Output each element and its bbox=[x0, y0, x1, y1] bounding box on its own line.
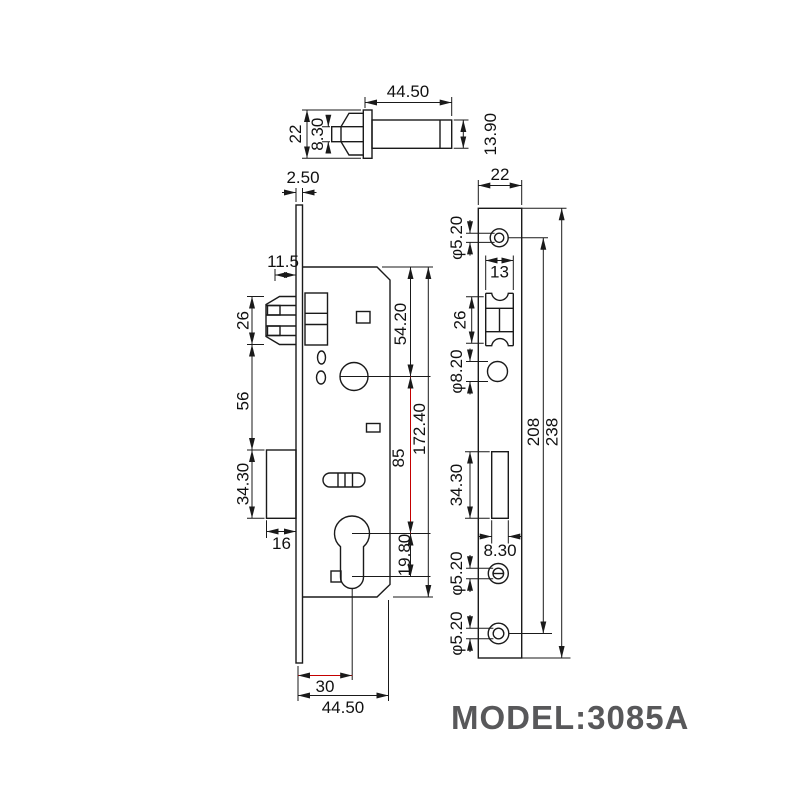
dim-spindle-to-cylinder-label: 85 bbox=[389, 449, 408, 468]
dim-top-to-spindle: 54.20 bbox=[391, 267, 414, 377]
dim-cylinder-flange-height: 22 bbox=[286, 109, 361, 159]
dim-backset: 30 bbox=[298, 672, 353, 696]
dim-plate-height: 238 bbox=[542, 208, 565, 658]
cylinder-top-view: 44.50 22 8.30 13.90 bbox=[286, 82, 500, 159]
bottom-screw-hole-inner bbox=[492, 627, 505, 640]
dim-cylinder-plug-height-label: 8.30 bbox=[308, 118, 327, 151]
dim-cylinder-bar-height: 13.90 bbox=[453, 113, 500, 156]
dim-case-depth-label: 44.50 bbox=[322, 698, 365, 717]
dim-below-cylinder-label: 19.80 bbox=[395, 534, 414, 577]
dim-cylinder-length-label: 44.50 bbox=[387, 82, 430, 101]
dim-screw-centers: 208 bbox=[524, 237, 547, 634]
handle-slot bbox=[322, 472, 366, 488]
dim-latch-cutout-width-label: 13 bbox=[490, 263, 509, 282]
dim-plate-width: 22 bbox=[477, 165, 523, 205]
mid-screw-hole-outer bbox=[487, 562, 509, 585]
cylinder-flange bbox=[362, 109, 373, 159]
dim-latch-cutout-height: 26 bbox=[451, 296, 484, 344]
dim-plate-height-label: 238 bbox=[542, 418, 561, 446]
dim-top-screw-hole-label: φ5.20 bbox=[447, 216, 466, 260]
dim-cylinder-length: 44.50 bbox=[364, 82, 453, 116]
dim-top-screw-hole: φ5.20 bbox=[447, 216, 495, 260]
dim-deadbolt-cutout-height: 34.30 bbox=[447, 451, 490, 519]
faceplate-front-view: 22 φ5.20 13 26 φ8.20 34.30 bbox=[447, 165, 571, 659]
dim-case-depth: 44.50 bbox=[298, 692, 389, 717]
screw-post-hole-2 bbox=[315, 370, 327, 385]
dim-plate-width-label: 22 bbox=[491, 165, 510, 184]
dim-faceplate-thickness-label: 2.50 bbox=[286, 168, 319, 187]
latch-cutout bbox=[485, 292, 514, 347]
dim-deadbolt-depth-label: 16 bbox=[272, 534, 291, 553]
dim-latch-height-label: 26 bbox=[233, 311, 252, 330]
dim-mid-screw-hole-label: φ5.20 bbox=[447, 551, 466, 595]
model-number-label: MODEL:3085A bbox=[451, 699, 689, 736]
dim-cylinder-flange-height-label: 22 bbox=[286, 125, 305, 144]
dim-latch-to-deadbolt-label: 56 bbox=[233, 392, 252, 411]
dim-deadbolt-depth: 16 bbox=[266, 520, 296, 553]
latch-bolt-tab-top bbox=[266, 304, 281, 316]
dim-deadbolt-cutout-width-label: 8.30 bbox=[483, 541, 516, 560]
latch-bolt bbox=[265, 295, 296, 346]
cylinder-plug-chamfer bbox=[340, 112, 364, 156]
dim-screw-centers-label: 208 bbox=[524, 418, 543, 446]
latch-housing-lines bbox=[305, 312, 328, 326]
faceplate-front-outline bbox=[477, 207, 523, 659]
deadbolt bbox=[265, 449, 297, 520]
top-screw-hole-inner bbox=[493, 232, 505, 244]
dim-spindle-screw-hole-label: φ8.20 bbox=[447, 349, 466, 393]
reference-lines bbox=[340, 266, 433, 680]
dim-cylinder-plug-height: 8.30 bbox=[308, 114, 332, 154]
dim-spindle-screw-hole: φ8.20 bbox=[447, 348, 488, 395]
dim-bottom-screw-hole: φ5.20 bbox=[447, 611, 494, 656]
slot-lower bbox=[330, 570, 342, 583]
lock-body-side-view: 54.20 85 19.80 172.40 26 56 34.30 bbox=[233, 168, 433, 717]
dim-deadbolt-cutout-width: 8.30 bbox=[478, 520, 522, 560]
screw-post-hole-1 bbox=[316, 350, 327, 365]
dim-below-cylinder: 19.80 bbox=[395, 533, 414, 577]
slot-middle bbox=[365, 422, 381, 433]
dim-latch-cutout-width: 13 bbox=[485, 255, 514, 290]
dim-latch-height: 26 bbox=[233, 296, 255, 345]
dim-deadbolt-cutout-height-label: 34.30 bbox=[447, 464, 466, 507]
dim-deadbolt-height: 34.30 bbox=[233, 450, 255, 519]
dim-latch-to-deadbolt: 56 bbox=[233, 344, 255, 450]
latch-housing bbox=[304, 292, 329, 346]
dim-top-to-spindle-label: 54.20 bbox=[391, 303, 410, 346]
dim-cylinder-bar-height-label: 13.90 bbox=[481, 113, 500, 156]
dim-latch-protrusion-label: 11.5 bbox=[267, 252, 299, 271]
cylinder-bar bbox=[371, 119, 453, 149]
dim-bottom-screw-hole-label: φ5.20 bbox=[447, 611, 466, 655]
latch-bolt-tab-bottom bbox=[266, 325, 281, 337]
dim-deadbolt-height-label: 34.30 bbox=[233, 463, 252, 506]
dim-case-height: 172.40 bbox=[410, 267, 432, 597]
spindle-screw-hole bbox=[486, 360, 509, 383]
dim-mid-screw-hole: φ5.20 bbox=[447, 551, 494, 596]
cylinder-plug bbox=[331, 125, 342, 143]
front-reference-lines bbox=[508, 207, 571, 659]
left-extension-lines bbox=[247, 296, 265, 519]
dim-faceplate-thickness: 2.50 bbox=[282, 168, 320, 202]
top-screw-hole-outer bbox=[489, 228, 509, 248]
lock-case-outline bbox=[302, 266, 391, 598]
deadbolt-cutout bbox=[491, 451, 510, 520]
bottom-screw-hole-outer bbox=[487, 622, 510, 645]
euro-cylinder-keyhole bbox=[333, 515, 371, 590]
dim-latch-cutout-height-label: 26 bbox=[451, 311, 470, 330]
dim-case-height-label: 172.40 bbox=[410, 403, 429, 455]
slot-top bbox=[355, 310, 371, 324]
latch-bolt-lines bbox=[266, 304, 296, 337]
handle-slot-lines bbox=[337, 473, 354, 487]
faceplate-side-strip bbox=[295, 204, 304, 664]
dim-latch-protrusion: 11.5 bbox=[267, 252, 299, 281]
dim-spindle-to-cylinder: 85 bbox=[389, 376, 414, 534]
bottom-extension-lines bbox=[297, 600, 389, 701]
dim-backset-label: 30 bbox=[316, 677, 335, 696]
